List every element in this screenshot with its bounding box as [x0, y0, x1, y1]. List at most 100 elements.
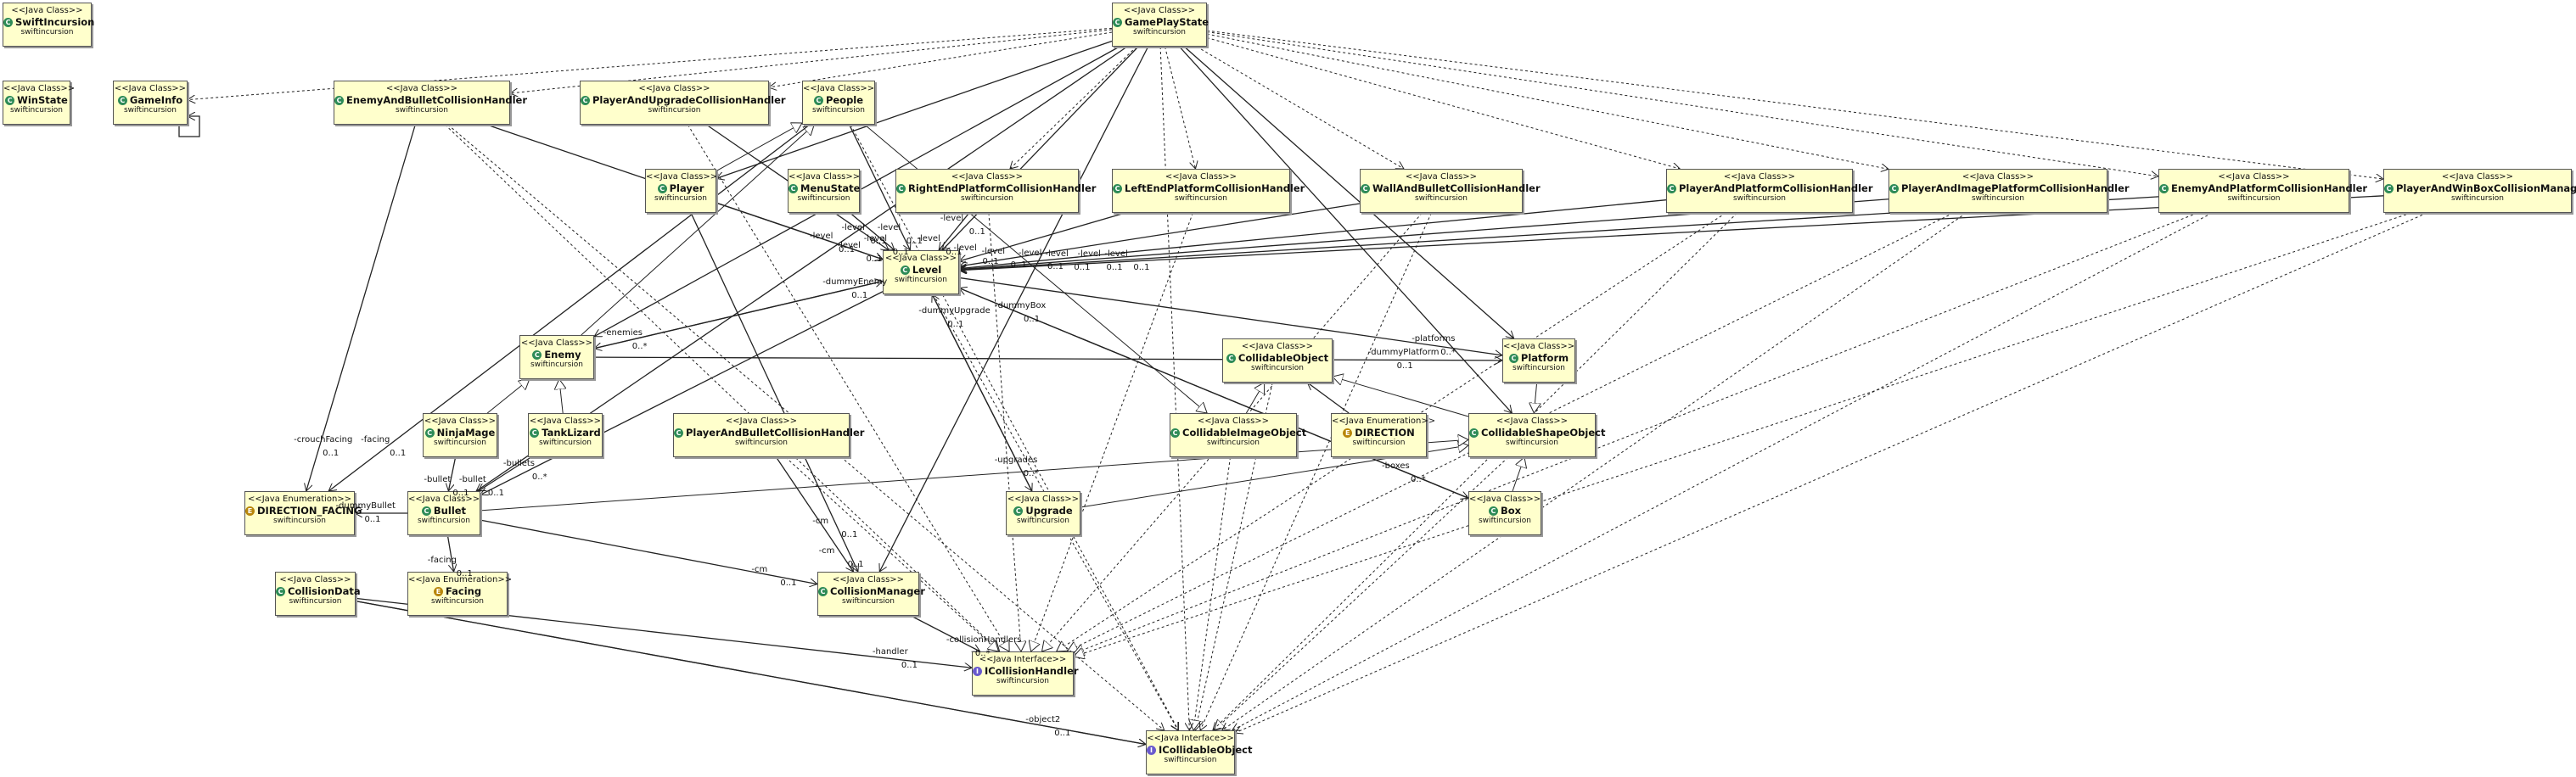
edge-inherit-tank-lizard-to-enemy [559, 379, 563, 414]
stereotype-label: <<Java Class>> [951, 172, 1024, 182]
class-icon: C [2159, 184, 2169, 193]
package-label: swiftincursion [1016, 517, 1070, 525]
edge-dep-enemy-and-platform-collision-handler-to-i-collidable-object [1232, 212, 2213, 730]
node-name: EnemyAndPlatformCollisionHandler [2171, 182, 2368, 194]
class-icon: C [424, 428, 435, 438]
edge-assoc-enemy-to-platform [593, 357, 1502, 361]
node-name: Box [1500, 505, 1522, 517]
stereotype-label: <<Java Class>> [114, 84, 187, 93]
edge-multiplicity-label: 0..1 [901, 661, 918, 671]
class-icon: C [117, 96, 127, 105]
node-name: PlayerAndUpgradeCollisionHandler [592, 94, 786, 106]
node-name: RightEndPlatformCollisionHandler [908, 182, 1097, 194]
edge-multiplicity-label: 0..1 [1106, 262, 1123, 272]
edge-role-label: -bullet [458, 475, 486, 485]
package-label: swiftincursion [894, 276, 948, 284]
edge-multiplicity-label: 0..1 [870, 237, 887, 247]
stereotype-label: <<Java Class>> [1469, 495, 1541, 504]
edge-assoc-bullet-to-facing [446, 534, 453, 572]
node-name: PlayerAndImagePlatformCollisionHandler [1901, 182, 2130, 194]
edge-realize-right-end-platform-collision-handler-to-i-collision-handler [988, 212, 1021, 651]
class-icon: C [1361, 184, 1370, 193]
stereotype-label: <<Java Class>> [884, 254, 957, 263]
package-label: swiftincursion [648, 106, 701, 115]
node-name: CollisionData [288, 585, 361, 597]
edge-role-label: -cm [818, 545, 835, 556]
edge-dep-wall-and-bullet-collision-handler-to-i-collidable-object [1200, 212, 1432, 730]
stereotype-label: <<Java Class>> [529, 416, 602, 426]
node-name: Level [912, 264, 942, 276]
edge-assoc-game-play-state-to-player [716, 40, 1113, 178]
edge-role-label: -level [981, 247, 1006, 257]
stereotype-label: <<Java Class>> [3, 84, 76, 93]
edge-dep-game-play-state-to-game-info [188, 27, 1113, 99]
package-label: swiftincursion [1164, 756, 1217, 764]
class-icon: C [657, 184, 667, 193]
edge-role-label: -level [917, 233, 940, 243]
stereotype-label: <<Java Class>> [11, 6, 83, 15]
edge-assoc-player-and-win-box-collision-manager-to-level [959, 195, 2384, 271]
edge-role-label: -level [810, 231, 833, 241]
package-label: swiftincursion [1505, 439, 1559, 447]
package-label: swiftincursion [960, 194, 1014, 203]
stereotype-label: <<Java Enumeration>> [247, 495, 352, 504]
class-icon: C [421, 506, 431, 516]
package-label: swiftincursion [1414, 194, 1468, 203]
stereotype-label: <<Java Class>> [638, 84, 710, 93]
edge-role-label: -dummyPlatform [1367, 348, 1440, 358]
stereotype-label: <<Java Interface>> [1147, 734, 1234, 743]
edge-assoc-bullet-to-collision-manager [480, 519, 817, 584]
edge-inherit-box-to-collidable-shape-object [1512, 457, 1524, 492]
node-name: Enemy [544, 349, 581, 361]
enum-icon: E [1343, 428, 1353, 438]
edge-role-label: -level [877, 223, 901, 233]
edge-role-label: -handler [872, 647, 908, 657]
package-label: swiftincursion [2227, 194, 2281, 203]
edge-assoc-game-info-to-game-info [178, 116, 200, 137]
stereotype-label: <<Java Class>> [1961, 172, 2034, 182]
package-label: swiftincursion [1352, 439, 1406, 447]
node-name: Player [669, 182, 704, 194]
class-icon: C [1508, 354, 1518, 363]
node-name: GamePlayState [1125, 16, 1209, 28]
edge-dep-game-play-state-to-player-and-win-box-collision-manager [1206, 30, 2383, 179]
edge-role-label: -facing [427, 555, 457, 565]
edge-role-label: -object2 [1025, 715, 1061, 725]
edge-multiplicity-label: 0..1 [866, 254, 883, 264]
